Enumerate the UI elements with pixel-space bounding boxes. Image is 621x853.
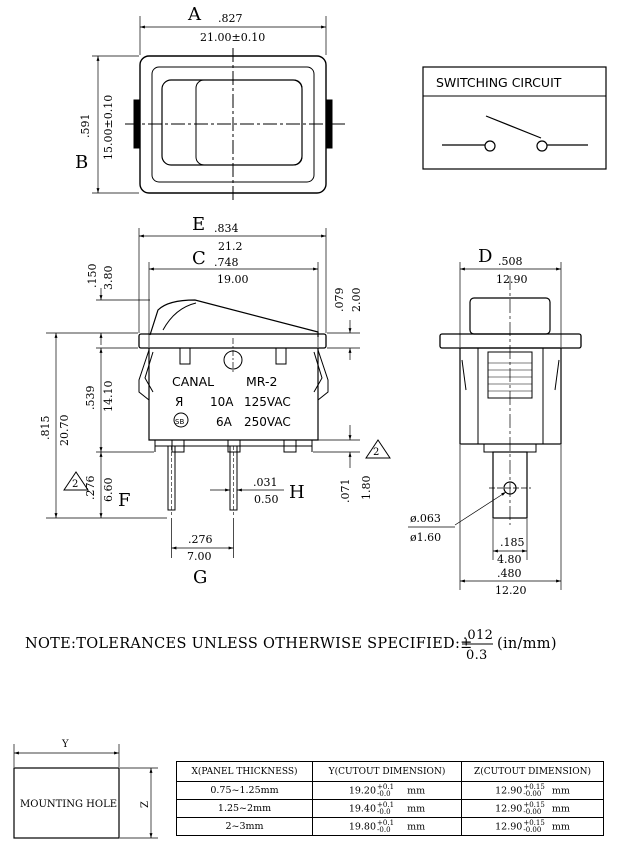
front-view <box>46 228 391 558</box>
dim-815-in: .815 <box>39 416 52 441</box>
dim-539-mm: 14.10 <box>102 381 115 413</box>
header-x: X(PANEL THICKNESS) <box>176 761 313 782</box>
dim-c-in: .748 <box>214 256 239 269</box>
cutout-table: X(PANEL THICKNESS) Y(CUTOUT DIMENSION) Z… <box>176 761 604 836</box>
dim-480-in: .480 <box>497 567 522 580</box>
table-row: 0.75~1.25mm 19.20+0.1-0.0 mm 12.90+0.15-… <box>176 781 604 800</box>
label-g: G <box>193 567 207 588</box>
dim-h-mm: 0.50 <box>254 493 279 506</box>
cell-y: 19.80+0.1-0.0 mm <box>312 817 462 836</box>
tuv-mark: SB <box>175 418 184 426</box>
mounting-hole-figure <box>13 744 158 839</box>
switching-circuit-title: SWITCHING CIRCUIT <box>436 75 562 90</box>
mounting-hole-label: MOUNTING HOLE <box>20 799 117 810</box>
label-d: D <box>478 246 492 267</box>
label-c: C <box>192 248 206 269</box>
label-h: H <box>289 482 305 503</box>
dim-e-mm: 21.2 <box>218 240 243 253</box>
dim-079-mm: 2.00 <box>350 288 363 313</box>
dim-f-mm: 6.60 <box>102 478 115 503</box>
cell-z: 12.90+0.15-0.00 mm <box>461 799 604 818</box>
cell-x: 0.75~1.25mm <box>176 781 313 800</box>
rating-2-amps: 6A <box>216 415 233 429</box>
dim-f-in: .276 <box>84 476 97 501</box>
dim-e-in: .834 <box>214 222 239 235</box>
dim-a-in: .827 <box>218 12 243 25</box>
rating-1-amps: 10A <box>210 395 234 409</box>
dim-dia-in: ø.063 <box>410 512 441 525</box>
table-row: 1.25~2mm 19.40+0.1-0.0 mm 12.90+0.15-0.0… <box>176 799 604 818</box>
rating-2-volts: 250VAC <box>244 415 291 429</box>
dim-c-mm: 19.00 <box>217 273 249 286</box>
cell-y: 19.20+0.1-0.0 mm <box>312 781 462 800</box>
dim-d-mm: 12.90 <box>496 273 528 286</box>
table-header-row: X(PANEL THICKNESS) Y(CUTOUT DIMENSION) Z… <box>176 761 604 782</box>
model-text: MR-2 <box>246 374 277 389</box>
dim-top-mm: 3.80 <box>102 266 115 291</box>
cell-x: 1.25~2mm <box>176 799 313 818</box>
tuv-mark-icon <box>173 412 189 428</box>
switching-circuit-box <box>422 66 607 170</box>
side-view <box>408 262 582 590</box>
dim-539-in: .539 <box>84 386 97 411</box>
cell-z: 12.90+0.15-0.00 mm <box>461 781 604 800</box>
label-a: A <box>187 4 202 25</box>
dim-815-mm: 20.70 <box>58 415 71 447</box>
dim-071-mm: 1.80 <box>360 476 373 501</box>
table-row: 2~3mm 19.80+0.1-0.0 mm 12.90+0.15-0.00 m… <box>176 817 604 836</box>
cell-z: 12.90+0.15-0.00 mm <box>461 817 604 836</box>
dim-g-mm: 7.00 <box>187 550 212 563</box>
header-z: Z(CUTOUT DIMENSION) <box>461 761 604 782</box>
label-z: Z <box>140 801 151 808</box>
tolerance-note: NOTE:TOLERANCES UNLESS OTHERWISE SPECIFI… <box>25 628 557 663</box>
dim-071-in: .071 <box>339 479 352 504</box>
top-view <box>92 16 345 202</box>
dim-b-mm: 15.00±0.10 <box>102 95 115 160</box>
dim-480-mm: 12.20 <box>495 584 527 597</box>
label-y: Y <box>61 739 69 750</box>
cell-y: 19.40+0.1-0.0 mm <box>312 799 462 818</box>
header-y: Y(CUTOUT DIMENSION) <box>312 761 462 782</box>
dim-g-in: .276 <box>188 533 213 546</box>
rating-1-volts: 125VAC <box>244 395 291 409</box>
dim-h-in: .031 <box>253 476 278 489</box>
dim-top-in: .150 <box>86 264 99 289</box>
mounting-hole-text: Y Z MOUNTING HOLE <box>20 739 151 810</box>
label-b: B <box>75 152 88 173</box>
dim-a-mm: 21.00±0.10 <box>200 31 265 44</box>
note-frac-bottom: 0.3 <box>466 648 488 663</box>
label-f: F <box>118 490 131 511</box>
ul-mark: Я <box>175 395 183 409</box>
note-frac-top: .012 <box>463 628 493 643</box>
dim-185-mm: 4.80 <box>497 553 522 566</box>
brand-text: CANAL <box>172 374 214 389</box>
dim-079-in: .079 <box>333 288 346 313</box>
dim-dia-mm: ø1.60 <box>410 531 441 544</box>
note-prefix: NOTE:TOLERANCES UNLESS OTHERWISE SPECIFI… <box>25 636 473 652</box>
dim-185-in: .185 <box>500 536 525 549</box>
dimension-text: A .827 21.00±0.10 B .591 15.00±0.10 SWIT… <box>39 4 562 597</box>
label-e: E <box>192 214 205 235</box>
cell-x: 2~3mm <box>176 817 313 836</box>
switch-body-markings: CANAL MR-2 Я 10A 125VAC SB 6A 250VAC <box>172 374 291 429</box>
note-suffix: (in/mm) <box>497 636 557 652</box>
dim-b-in: .591 <box>79 114 92 139</box>
dim-d-in: .508 <box>498 255 523 268</box>
triangle-marker-left: 2 <box>72 479 78 490</box>
triangle-marker-right: 2 <box>373 447 379 458</box>
